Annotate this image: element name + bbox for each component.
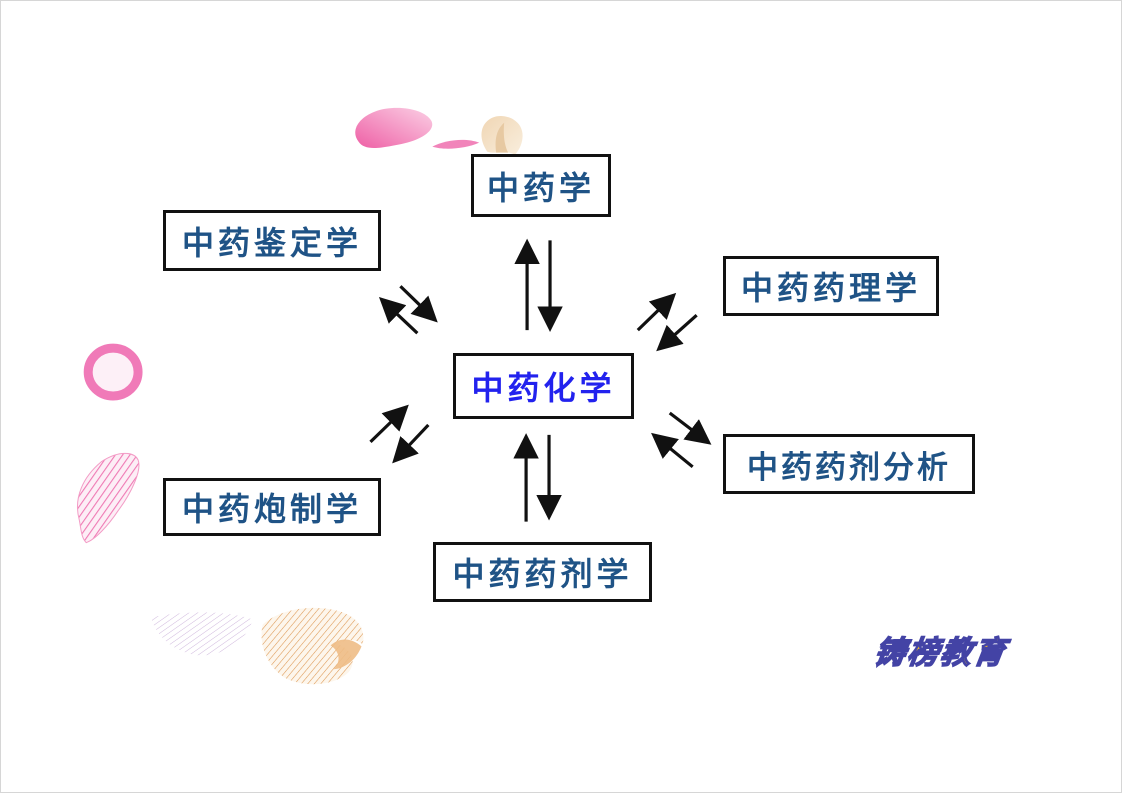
diagram-node-zhongyao-yaoji-fenxi: 中药药剂分析 [723, 434, 975, 494]
pink-petal-decoration [355, 107, 433, 149]
diagram-node-zhongyao-huaxue-center: 中药化学 [453, 353, 634, 419]
diagram-node-zhongyao-paozhixue: 中药炮制学 [163, 478, 381, 536]
arrow-group-bottom-right [651, 411, 712, 469]
arrow-group-top-left [378, 285, 438, 335]
pink-ring-decoration [83, 343, 143, 401]
diagram-node-zhongyao-yaojixue: 中药药剂学 [433, 542, 652, 602]
lavender-mesh-decoration [151, 612, 253, 656]
pink-striped-petal-decoration [77, 452, 140, 544]
arrow-group-bottom-left [369, 404, 430, 464]
diagram-node-zhongyaoxue: 中药学 [471, 154, 611, 217]
tan-petal-decoration [481, 115, 523, 155]
arrow-group-top-right [636, 292, 698, 352]
watermark-zhubang-education: 铸榜教育 [871, 634, 1010, 671]
orange-mesh-swirl-decoration [261, 607, 364, 685]
arrow-group-bottom [513, 433, 562, 522]
diagram-node-zhongyao-jiandingxue: 中药鉴定学 [163, 210, 381, 271]
arrow-group-top [514, 238, 563, 332]
diagram-node-zhongyao-yaolixue: 中药药理学 [723, 256, 939, 316]
pink-sliver-petal-decoration [432, 139, 480, 149]
